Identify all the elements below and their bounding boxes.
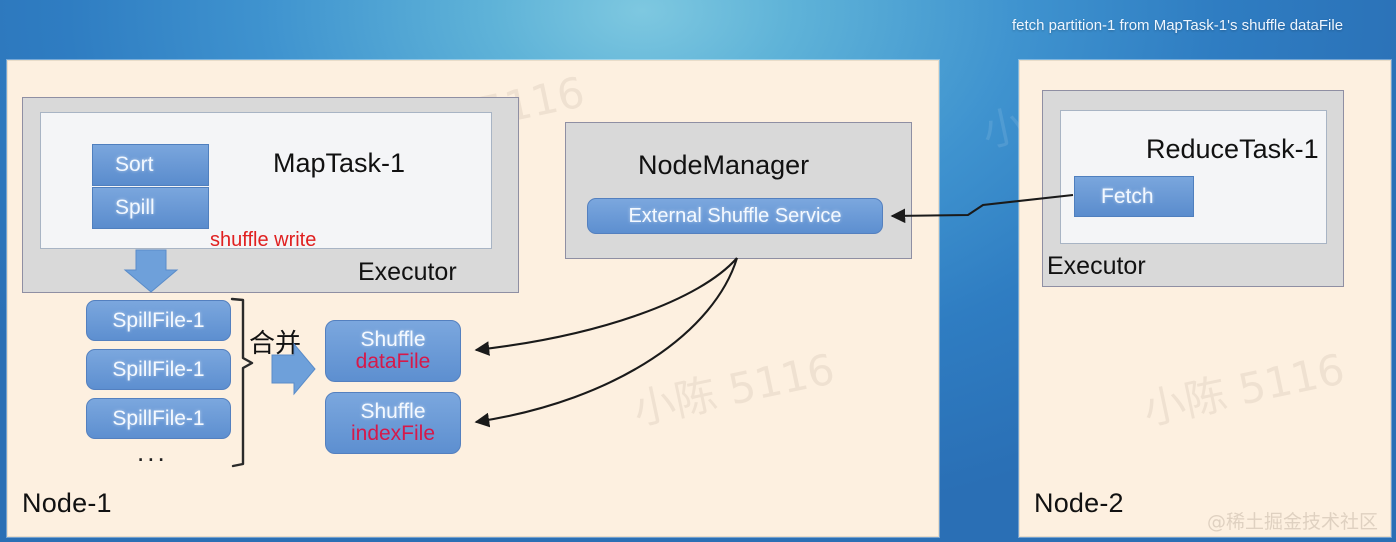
watermark-diagonal: 小陈 5116 xyxy=(628,344,839,435)
shuffle-datafile-line2: dataFile xyxy=(355,350,431,373)
spillfile-chip[interactable]: SpillFile-1 xyxy=(86,349,231,390)
reducetask-title: ReduceTask-1 xyxy=(1146,134,1319,164)
spillfile-chip[interactable]: SpillFile-1 xyxy=(86,300,231,341)
fetch-caption-label: fetch partition-1 from MapTask-1's shuff… xyxy=(1012,17,1344,34)
executor-label-node-1: Executor xyxy=(358,258,457,286)
shuffle-indexfile-line2: indexFile xyxy=(350,422,436,445)
shuffle-datafile-chip[interactable]: Shuffle dataFile xyxy=(325,320,461,382)
nodemanager-title: NodeManager xyxy=(638,150,810,180)
chip-spill[interactable]: Spill xyxy=(92,187,209,229)
node-2-label: Node-2 xyxy=(1034,488,1124,518)
external-shuffle-service-chip[interactable]: External Shuffle Service xyxy=(587,198,883,234)
maptask-title: MapTask-1 xyxy=(273,148,406,178)
chip-sort[interactable]: Sort xyxy=(92,144,209,186)
merge-label: 合并 xyxy=(249,329,302,359)
shuffle-write-annotation: shuffle write xyxy=(210,229,317,251)
spillfile-chip[interactable]: SpillFile-1 xyxy=(86,398,231,439)
shuffle-datafile-line1: Shuffle xyxy=(360,327,426,351)
executor-label-node-2: Executor xyxy=(1047,252,1146,280)
shuffle-indexfile-chip[interactable]: Shuffle indexFile xyxy=(325,392,461,454)
node-1-label: Node-1 xyxy=(22,488,112,518)
nodemanager-box xyxy=(565,122,912,259)
watermark-diagonal: 小陈 5116 xyxy=(1138,344,1349,435)
chip-fetch[interactable]: Fetch xyxy=(1074,176,1194,217)
spillfile-ellipsis: ... xyxy=(137,437,168,467)
shuffle-indexfile-line1: Shuffle xyxy=(360,399,426,423)
